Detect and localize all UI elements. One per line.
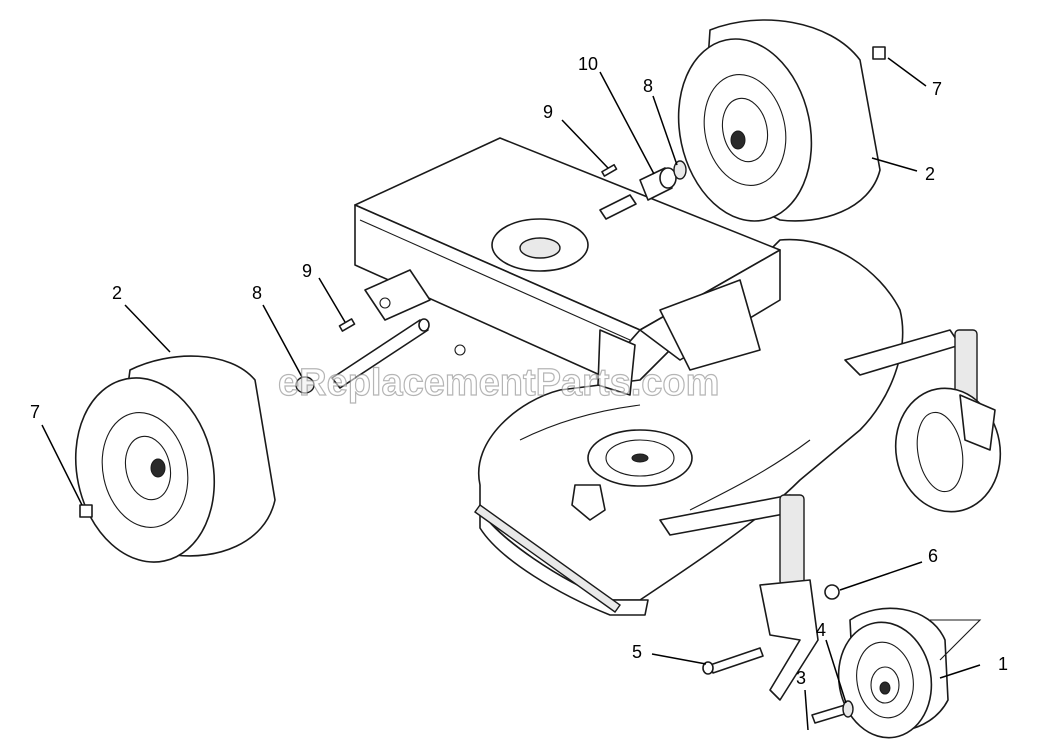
pin-9-right bbox=[601, 163, 618, 177]
callout-8-right: 8 bbox=[643, 76, 653, 96]
callout-2-right: 2 bbox=[925, 164, 935, 184]
callouts: 1 2 2 3 4 5 6 7 7 8 8 9 9 10 bbox=[30, 54, 1008, 731]
callout-5: 5 bbox=[632, 642, 642, 662]
callout-2-left: 2 bbox=[112, 283, 122, 303]
pin-9-left bbox=[338, 318, 356, 332]
bolt-5 bbox=[709, 647, 764, 674]
caster-right bbox=[844, 329, 1002, 513]
callout-7-left: 7 bbox=[30, 402, 40, 422]
callout-8-left: 8 bbox=[252, 283, 262, 303]
callout-1: 1 bbox=[998, 654, 1008, 674]
right-axle bbox=[599, 160, 687, 220]
callout-4: 4 bbox=[816, 620, 826, 640]
callout-9-left: 9 bbox=[302, 261, 312, 281]
cap-7-right bbox=[872, 46, 886, 60]
callout-9-right: 9 bbox=[543, 102, 553, 122]
main-frame bbox=[354, 137, 781, 396]
callout-10: 10 bbox=[578, 54, 598, 74]
left-axle bbox=[295, 318, 430, 394]
rear-tire-right bbox=[677, 19, 886, 222]
callout-6: 6 bbox=[928, 546, 938, 566]
caster-wheel-1 bbox=[837, 621, 933, 739]
callout-3: 3 bbox=[796, 668, 806, 688]
washer-4 bbox=[842, 700, 854, 718]
washer-8-left bbox=[295, 376, 315, 394]
watermark: eReplacementParts.com bbox=[278, 362, 719, 404]
washer-8-right bbox=[673, 160, 687, 180]
rear-tire-left bbox=[74, 355, 276, 563]
cap-7-left bbox=[79, 504, 93, 518]
callout-7-right: 7 bbox=[932, 79, 942, 99]
mower-deck bbox=[474, 238, 904, 616]
nut-6 bbox=[824, 584, 840, 600]
caster-front bbox=[659, 494, 982, 739]
caster-fork bbox=[759, 579, 819, 701]
